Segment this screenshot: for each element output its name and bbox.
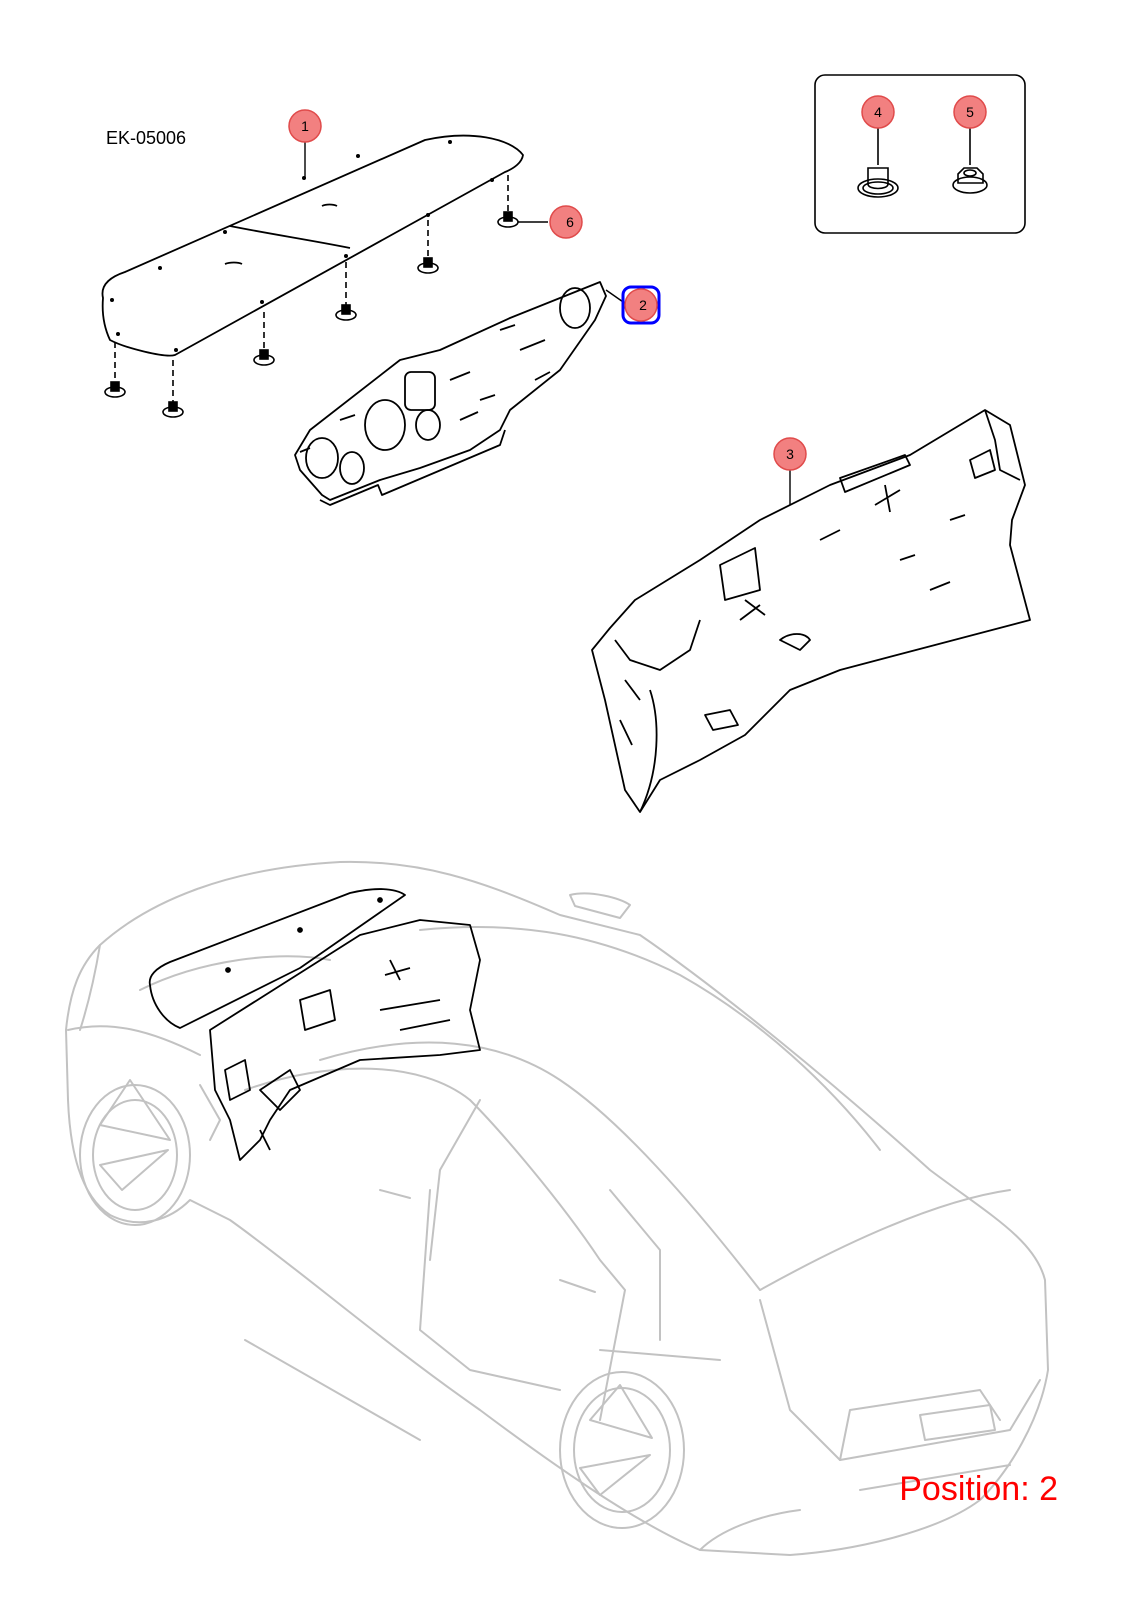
callout-5-label: 5 bbox=[966, 104, 974, 120]
callout-1[interactable]: 1 bbox=[288, 109, 322, 143]
part-2-upper-insulation-panel bbox=[294, 281, 607, 506]
callout-3-label: 3 bbox=[786, 446, 794, 462]
position-label: Position: 2 bbox=[899, 1470, 1058, 1508]
callout-2[interactable]: 2 bbox=[621, 285, 661, 325]
vehicle-outline bbox=[65, 860, 1049, 1556]
installed-parts-on-vehicle bbox=[148, 888, 481, 1161]
callout-4-label: 4 bbox=[874, 104, 882, 120]
callout-1-label: 1 bbox=[301, 118, 309, 134]
fastener-inset-box bbox=[814, 74, 1026, 234]
diagram-code: EK-05006 bbox=[106, 128, 187, 148]
callout-4[interactable]: 4 bbox=[861, 95, 895, 129]
callout-6[interactable]: 6 bbox=[549, 205, 583, 239]
callout-6-label: 6 bbox=[566, 214, 574, 230]
part-5-hex-nut bbox=[952, 126, 988, 194]
part-4-expanding-clip bbox=[857, 126, 899, 198]
callout-2-label: 2 bbox=[639, 297, 647, 313]
selected-highlight-box bbox=[621, 285, 661, 325]
callout-5[interactable]: 5 bbox=[953, 95, 987, 129]
callout-leaders bbox=[304, 142, 791, 505]
part-1-upper-cover-panel bbox=[101, 134, 524, 357]
callout-3[interactable]: 3 bbox=[773, 437, 807, 471]
part-6-fastener-clips bbox=[104, 175, 519, 418]
part-3-firewall-insulation-mat bbox=[591, 409, 1031, 813]
